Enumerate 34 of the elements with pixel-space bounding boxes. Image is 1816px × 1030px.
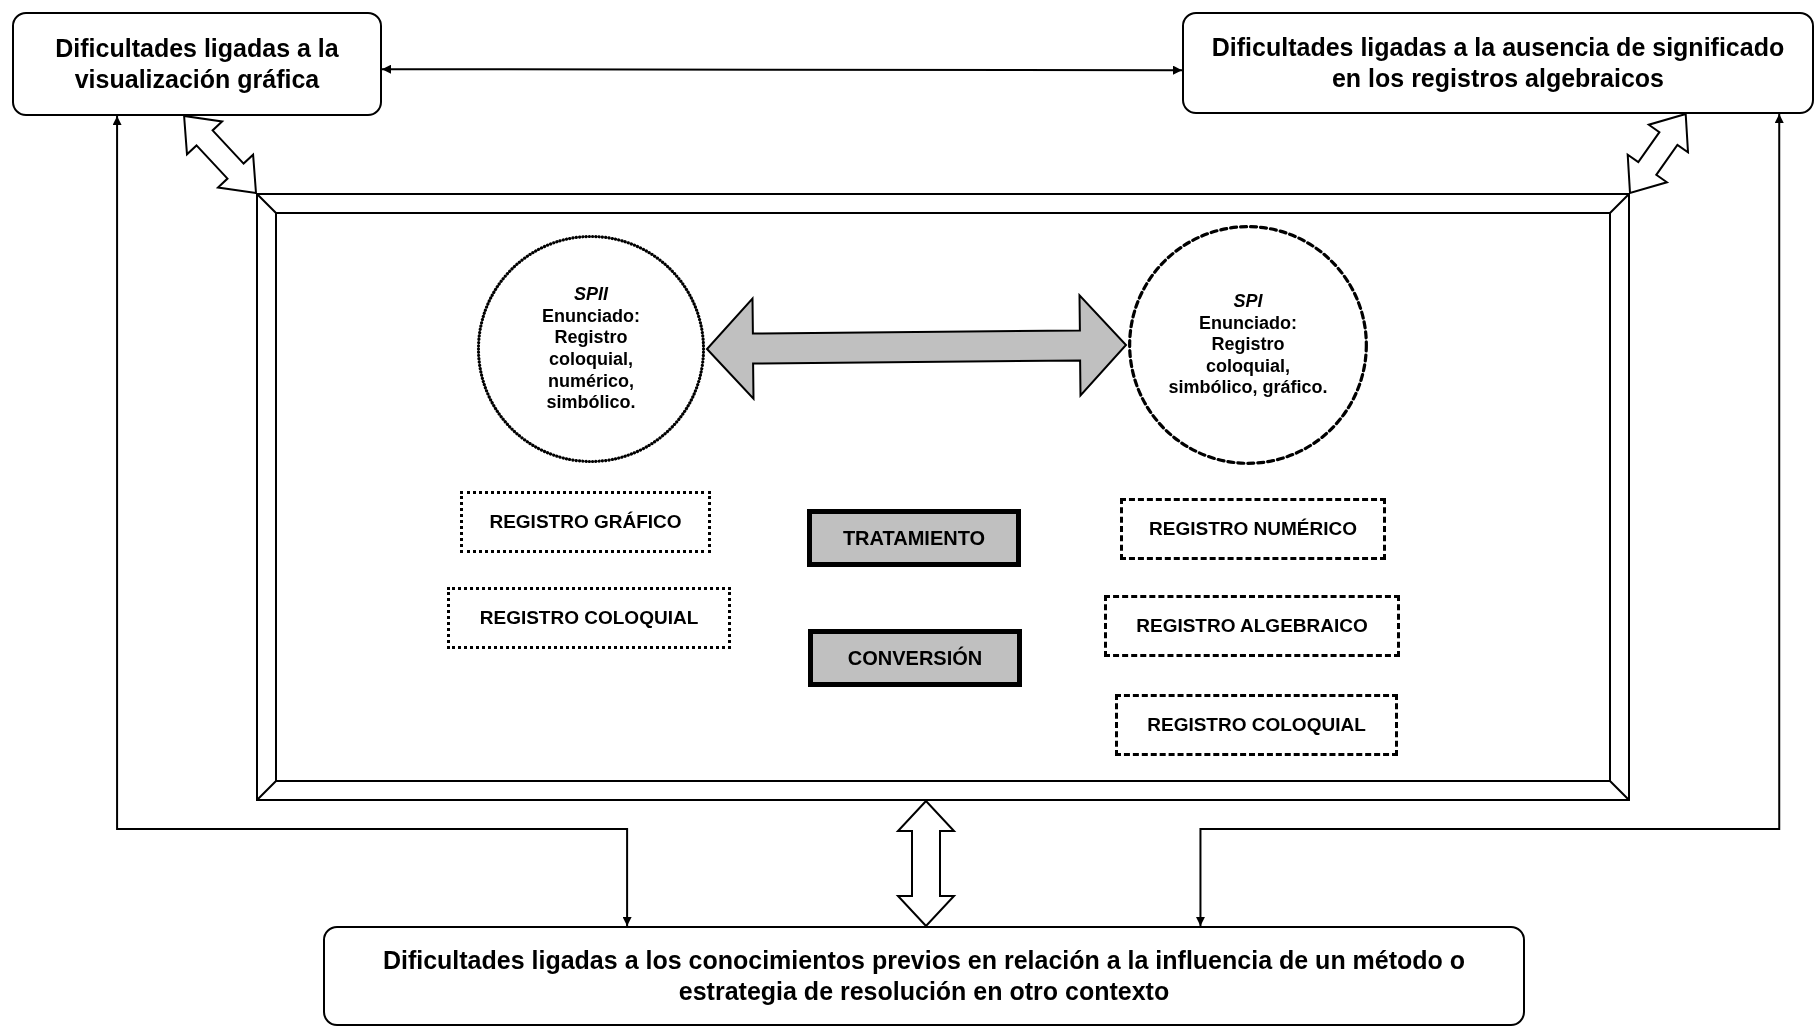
box-label: REGISTRO ALGEBRAICO bbox=[1136, 615, 1368, 637]
box-label: REGISTRO COLOQUIAL bbox=[479, 607, 699, 629]
block-arrow bbox=[183, 114, 258, 195]
box-label: REGISTRO NUMÉRICO bbox=[1149, 518, 1357, 540]
arrow bbox=[381, 64, 1183, 75]
box-label: Dificultades ligadas a la visualización gráfica bbox=[54, 32, 340, 95]
rounded-box bbox=[1182, 12, 1814, 114]
dotted-box bbox=[460, 491, 711, 553]
dashed-box bbox=[1115, 694, 1398, 756]
process-box bbox=[807, 509, 1021, 567]
box-label: REGISTRO GRÁFICO bbox=[489, 511, 682, 533]
dashed-box bbox=[1104, 595, 1400, 657]
box-label: Dificultades ligadas a los conocimientos previos en relación a la influencia de un método o estrategia de resolución en otro contexto bbox=[381, 944, 1467, 1007]
block-arrow bbox=[895, 799, 957, 928]
dashed-box bbox=[1120, 498, 1386, 560]
dotted-circle bbox=[475, 233, 707, 465]
circle-title: SPI bbox=[1233, 291, 1263, 313]
dotted-box bbox=[447, 587, 731, 649]
circle-text: Enunciado: Registro coloquial, simbólico, gráfico. bbox=[1168, 312, 1328, 399]
circle-title: SPII bbox=[574, 284, 608, 306]
block-arrow bbox=[705, 292, 1128, 402]
circle-text: Enunciado: Registro coloquial, numérico, simbólico. bbox=[541, 305, 641, 414]
box-label: REGISTRO COLOQUIAL bbox=[1147, 714, 1366, 736]
block-arrow bbox=[1626, 112, 1690, 195]
dashed-circle bbox=[1126, 223, 1370, 467]
box-label: CONVERSIÓN bbox=[847, 646, 983, 670]
rounded-box bbox=[12, 12, 382, 116]
rounded-box bbox=[323, 926, 1525, 1026]
process-box bbox=[808, 629, 1022, 687]
frame-box bbox=[256, 193, 1630, 801]
box-label: TRATAMIENTO bbox=[842, 526, 986, 550]
arrow bbox=[1195, 113, 1784, 927]
arrow bbox=[112, 115, 632, 927]
box-label: Dificultades ligadas a la ausencia de significado en los registros algebraicos bbox=[1210, 31, 1786, 94]
